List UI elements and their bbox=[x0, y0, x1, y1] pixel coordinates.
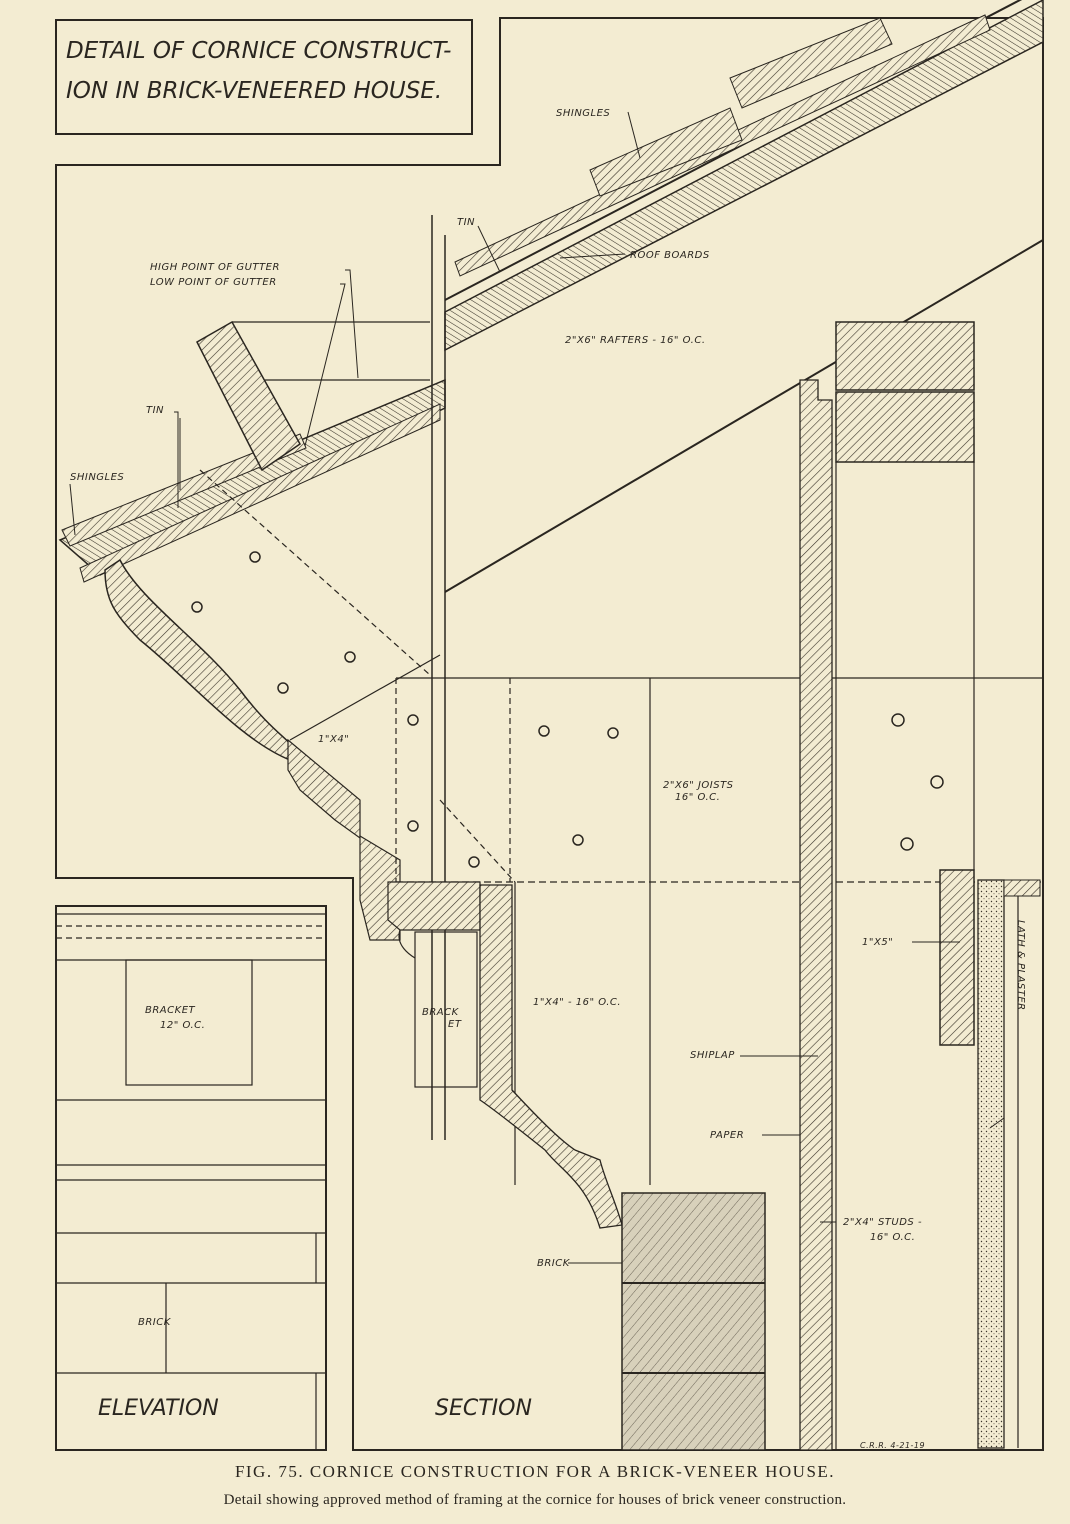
drawing-title: DETAIL OF CORNICE CONSTRUCT- ION IN BRIC… bbox=[66, 38, 451, 104]
label-brick-elevation: BRICK bbox=[138, 1317, 172, 1328]
svg-text:ION IN BRICK-VENEERED HOUSE.: ION IN BRICK-VENEERED HOUSE. bbox=[66, 78, 442, 104]
label-low-point: LOW POINT OF GUTTER bbox=[150, 277, 277, 288]
label-bracket-set-1: BRACK bbox=[422, 1007, 460, 1018]
label-shingles-left: SHINGLES bbox=[70, 472, 124, 483]
elevation-view bbox=[56, 913, 326, 1450]
svg-text:DETAIL OF CORNICE CONSTRUCT-: DETAIL OF CORNICE CONSTRUCT- bbox=[66, 38, 451, 64]
label-lath-plaster: LATH & PLASTER bbox=[1015, 920, 1026, 1011]
label-joists-1: 2"X6" JOISTS bbox=[663, 780, 734, 791]
label-rafters: 2"X6" RAFTERS - 16" O.C. bbox=[565, 335, 706, 346]
signature: C.R.R. 4-21-19 bbox=[860, 1441, 925, 1450]
label-shiplap: SHIPLAP bbox=[690, 1050, 735, 1061]
label-elevation: ELEVATION bbox=[98, 1396, 219, 1421]
label-bracket-set-2: ET bbox=[448, 1019, 462, 1030]
label-one-by-four: 1"X4" bbox=[318, 734, 349, 745]
label-tin-left: TIN bbox=[146, 405, 164, 416]
vertical-rod bbox=[431, 215, 446, 1140]
label-section: SECTION bbox=[435, 1396, 532, 1421]
figure-description: Detail showing approved method of framin… bbox=[223, 1492, 847, 1508]
label-bracket-1: BRACKET bbox=[145, 1005, 196, 1016]
label-roof-boards: ROOF BOARDS bbox=[630, 250, 710, 261]
label-tin-top: TIN bbox=[457, 217, 475, 228]
label-joists-2: 16" O.C. bbox=[675, 792, 720, 803]
leader-lines bbox=[69, 111, 1005, 1264]
roof-assembly bbox=[58, 0, 1044, 593]
label-shingles-top: SHINGLES bbox=[556, 108, 610, 119]
brick-section bbox=[621, 1192, 766, 1451]
label-high-point: HIGH POINT OF GUTTER bbox=[150, 262, 280, 273]
annotation-labels: SHINGLES TIN ROOF BOARDS HIGH POINT OF G… bbox=[70, 108, 1026, 1450]
label-studs-1: 2"X4" STUDS - bbox=[843, 1217, 922, 1228]
shiplap-wall bbox=[799, 379, 833, 1451]
label-one-by-five: 1"X5" bbox=[862, 937, 893, 948]
label-studs-2: 16" O.C. bbox=[870, 1232, 915, 1243]
bracket-profile bbox=[104, 558, 296, 761]
label-bracket-2: 12" O.C. bbox=[160, 1020, 205, 1031]
label-sheathing: 1"X4" - 16" O.C. bbox=[533, 997, 621, 1008]
lath-and-plaster bbox=[977, 879, 1005, 1449]
figure-caption: FIG. 75. CORNICE CONSTRUCTION FOR A BRIC… bbox=[234, 1462, 836, 1481]
label-brick-section: BRICK bbox=[537, 1258, 571, 1269]
bolt-holes bbox=[191, 551, 944, 868]
label-paper: PAPER bbox=[710, 1130, 744, 1141]
